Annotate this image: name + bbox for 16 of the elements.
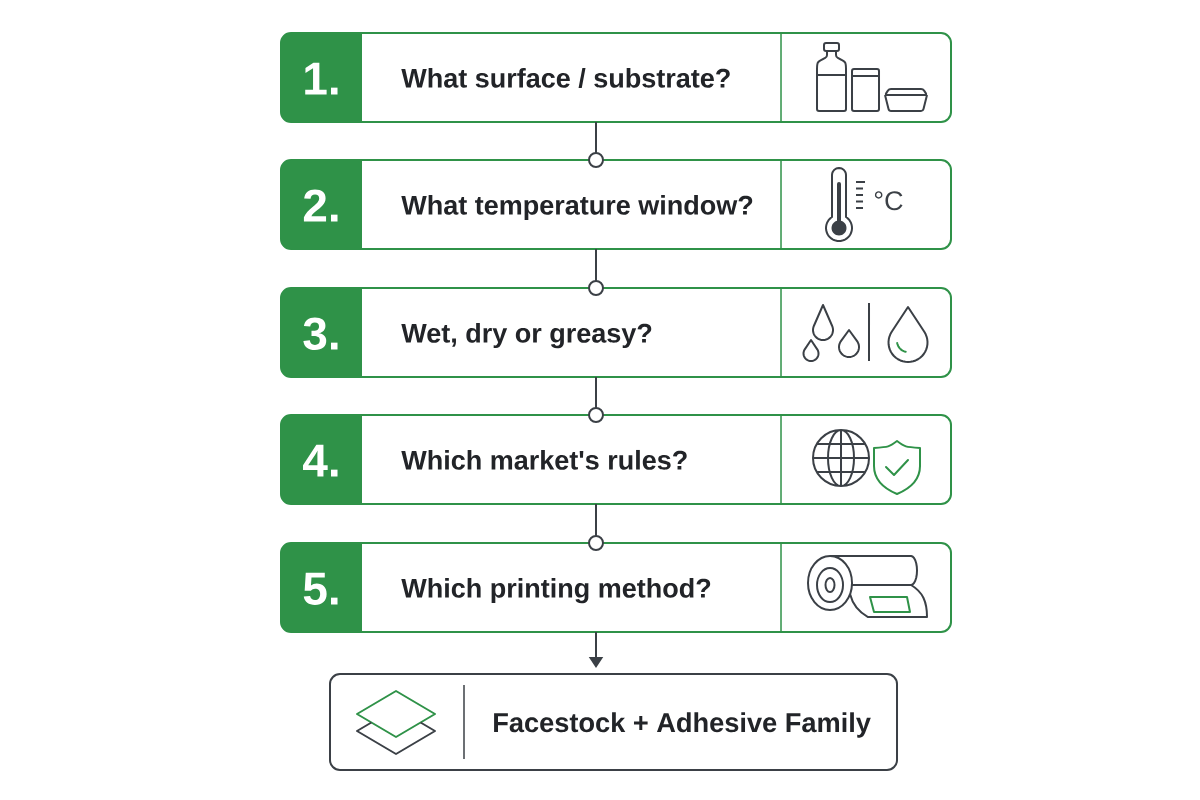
question-text: What temperature window?: [401, 194, 753, 221]
question-text: Which printing method?: [401, 577, 711, 604]
step-number: 3.: [281, 288, 362, 377]
result-text: Facestock + Adhesive Family: [494, 712, 871, 738]
step-number: 4.: [281, 415, 362, 504]
question-text: What surface / substrate?: [401, 67, 730, 89]
question-text: Which market's rules?: [401, 449, 687, 470]
step-number: 2.: [281, 160, 362, 249]
unit-label: °C: [874, 191, 903, 211]
step-number: 1.: [281, 33, 362, 122]
connector-line: [588, 248, 604, 296]
step-number: 5.: [281, 543, 362, 632]
question-text: Wet, dry or greasy?: [401, 322, 652, 349]
connector-line: [588, 503, 604, 551]
connector-line: [588, 121, 604, 168]
connector-line: [588, 376, 604, 423]
